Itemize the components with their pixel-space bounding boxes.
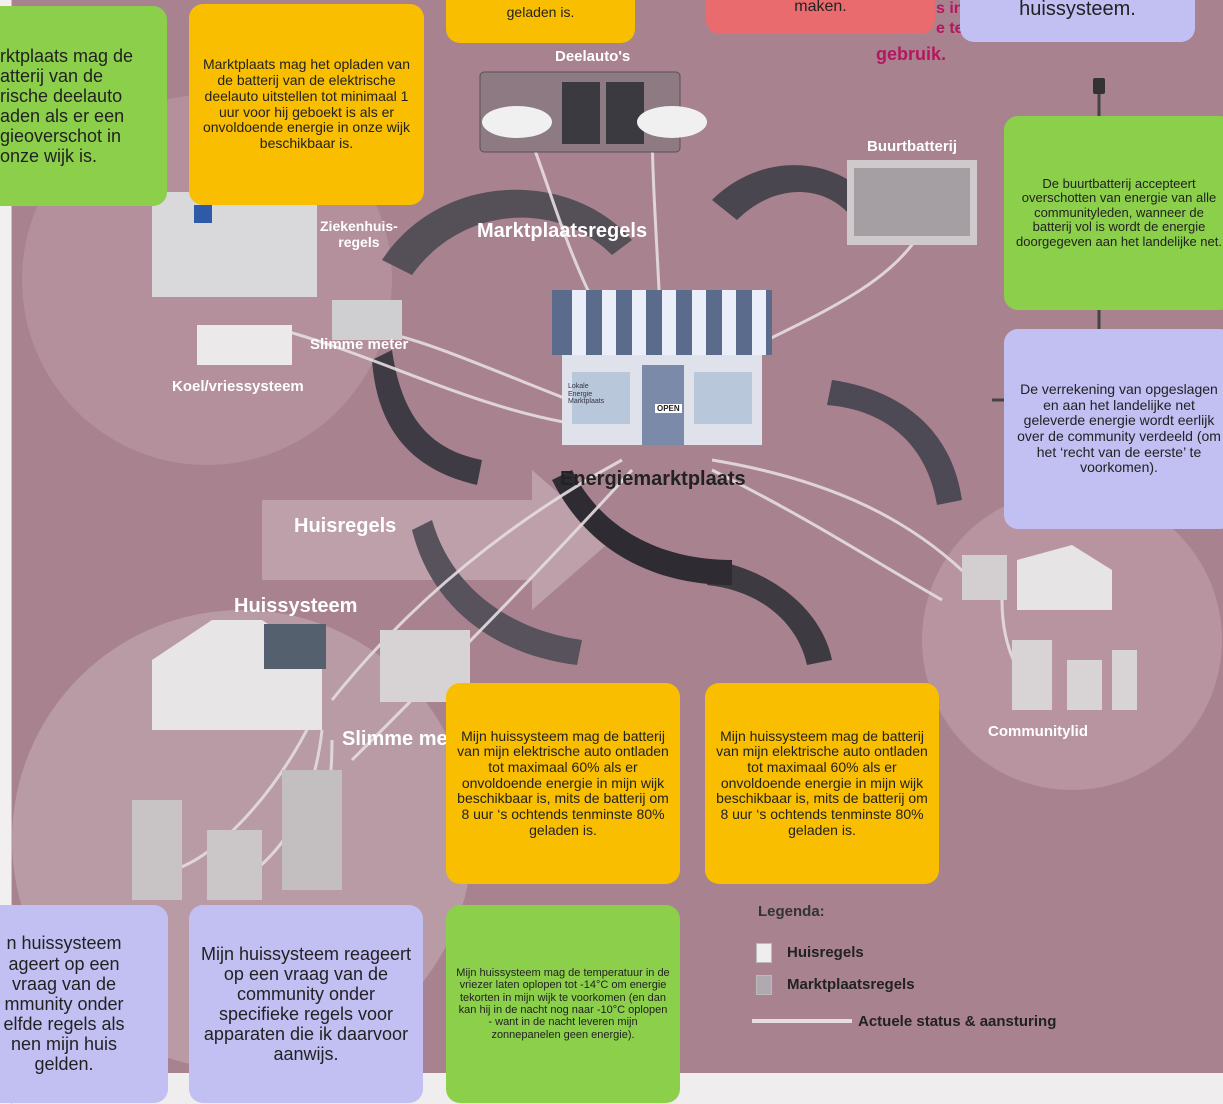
fridge-icon [282, 770, 342, 890]
legend-huisregels: Huisregels [787, 944, 864, 961]
awning-stripes [572, 290, 766, 355]
community-fridge-icon [1012, 640, 1052, 710]
note-yellow-mid-2: Mijn huissysteem mag de batterij van mij… [705, 683, 939, 884]
community-house-icon [1017, 545, 1112, 610]
fridge-system-icon [197, 325, 292, 365]
community-washer-icon [1067, 660, 1102, 710]
label-marktplaatsregels: Marktplaatsregels [477, 220, 648, 242]
hospital-h-icon [194, 205, 212, 223]
label-huisregels: Huisregels [294, 515, 397, 537]
smart-meter-top-icon [332, 300, 402, 340]
swirl-arrow-left [372, 350, 482, 485]
marktplaatsregels-doc-icon [756, 975, 772, 995]
community-boiler-icon [1112, 650, 1137, 710]
note-yellow-top-left: Marktplaats mag het opladen van de batte… [189, 4, 424, 205]
swirl-arrow-top [382, 189, 632, 275]
open-sign: OPEN [655, 404, 682, 413]
swirl-arrow-right [827, 380, 962, 505]
swirl-arrow-bottom-right [707, 560, 832, 665]
swirl-arrow-bottom-left [412, 520, 582, 665]
note-lavender-top: huissysteem. [960, 0, 1195, 42]
car-icon-2 [637, 106, 707, 138]
shop-window-left [572, 372, 630, 424]
label-slimme-meter-top: Slimme meter [310, 336, 409, 353]
label-huissysteem: Huissysteem [234, 595, 358, 617]
pink-text-fragment-3: gebruik. [876, 44, 947, 64]
car-icon [482, 106, 552, 138]
note-lavender-right: De verrekening van opgeslagen en aan het… [1004, 329, 1223, 529]
label-communitylid: Communitylid [988, 723, 1088, 740]
pink-text-fragment-2: e te [936, 20, 964, 37]
label-slimme-meter-bottom: Slimme me [342, 728, 448, 750]
charger-icon-2 [606, 82, 644, 144]
shop-window-right [694, 372, 752, 424]
legend-line [752, 1019, 852, 1023]
community-circle [922, 490, 1222, 790]
legend-title: Legenda: [758, 903, 825, 920]
plug-icon [1093, 78, 1105, 94]
note-yellow-top: geladen is. [446, 0, 635, 43]
swirl-arrow-center [552, 470, 732, 585]
label-deelautos: Deelauto's [555, 48, 631, 65]
washing-machine-icon [207, 830, 262, 900]
tablet-icon [264, 624, 326, 669]
note-green-bottom: Mijn huissysteem mag de temperatuur in d… [446, 905, 680, 1103]
note-yellow-mid-1: Mijn huissysteem mag de batterij van mij… [446, 683, 680, 884]
legend-marktplaatsregels: Marktplaatsregels [787, 976, 915, 993]
charger-icon [562, 82, 600, 144]
left-border [0, 0, 12, 1104]
huisregels-doc-icon [756, 943, 772, 963]
pink-text-fragment-1: s in [936, 0, 964, 17]
hospital-icon [152, 192, 317, 297]
note-red-top: maken. [706, 0, 935, 34]
note-green-left: rktplaats mag de atterij van de rische d… [0, 6, 167, 206]
legend-status: Actuele status & aansturing [858, 1013, 1057, 1030]
note-green-right: De buurtbatterij accepteert overschotten… [1004, 116, 1223, 310]
community-meter-icon [962, 555, 1007, 600]
note-lavender-bottom-2: Mijn huissysteem reageert op een vraag v… [189, 905, 423, 1103]
label-ziekenhuisregels: Ziekenhuis- regels [320, 218, 398, 251]
note-lavender-bottom-left: n huissysteem ageert op een vraag van de… [0, 905, 168, 1103]
label-buurtbatterij: Buurtbatterij [867, 138, 957, 155]
battery-inner [854, 168, 970, 236]
shop-sign: Lokale Energie Marktplaats [568, 383, 605, 406]
label-energiemarktplaats: Energiemarktplaats [560, 468, 746, 490]
label-koel-vriessysteem: Koel/vriessysteem [172, 378, 304, 395]
boiler-icon [132, 800, 182, 900]
